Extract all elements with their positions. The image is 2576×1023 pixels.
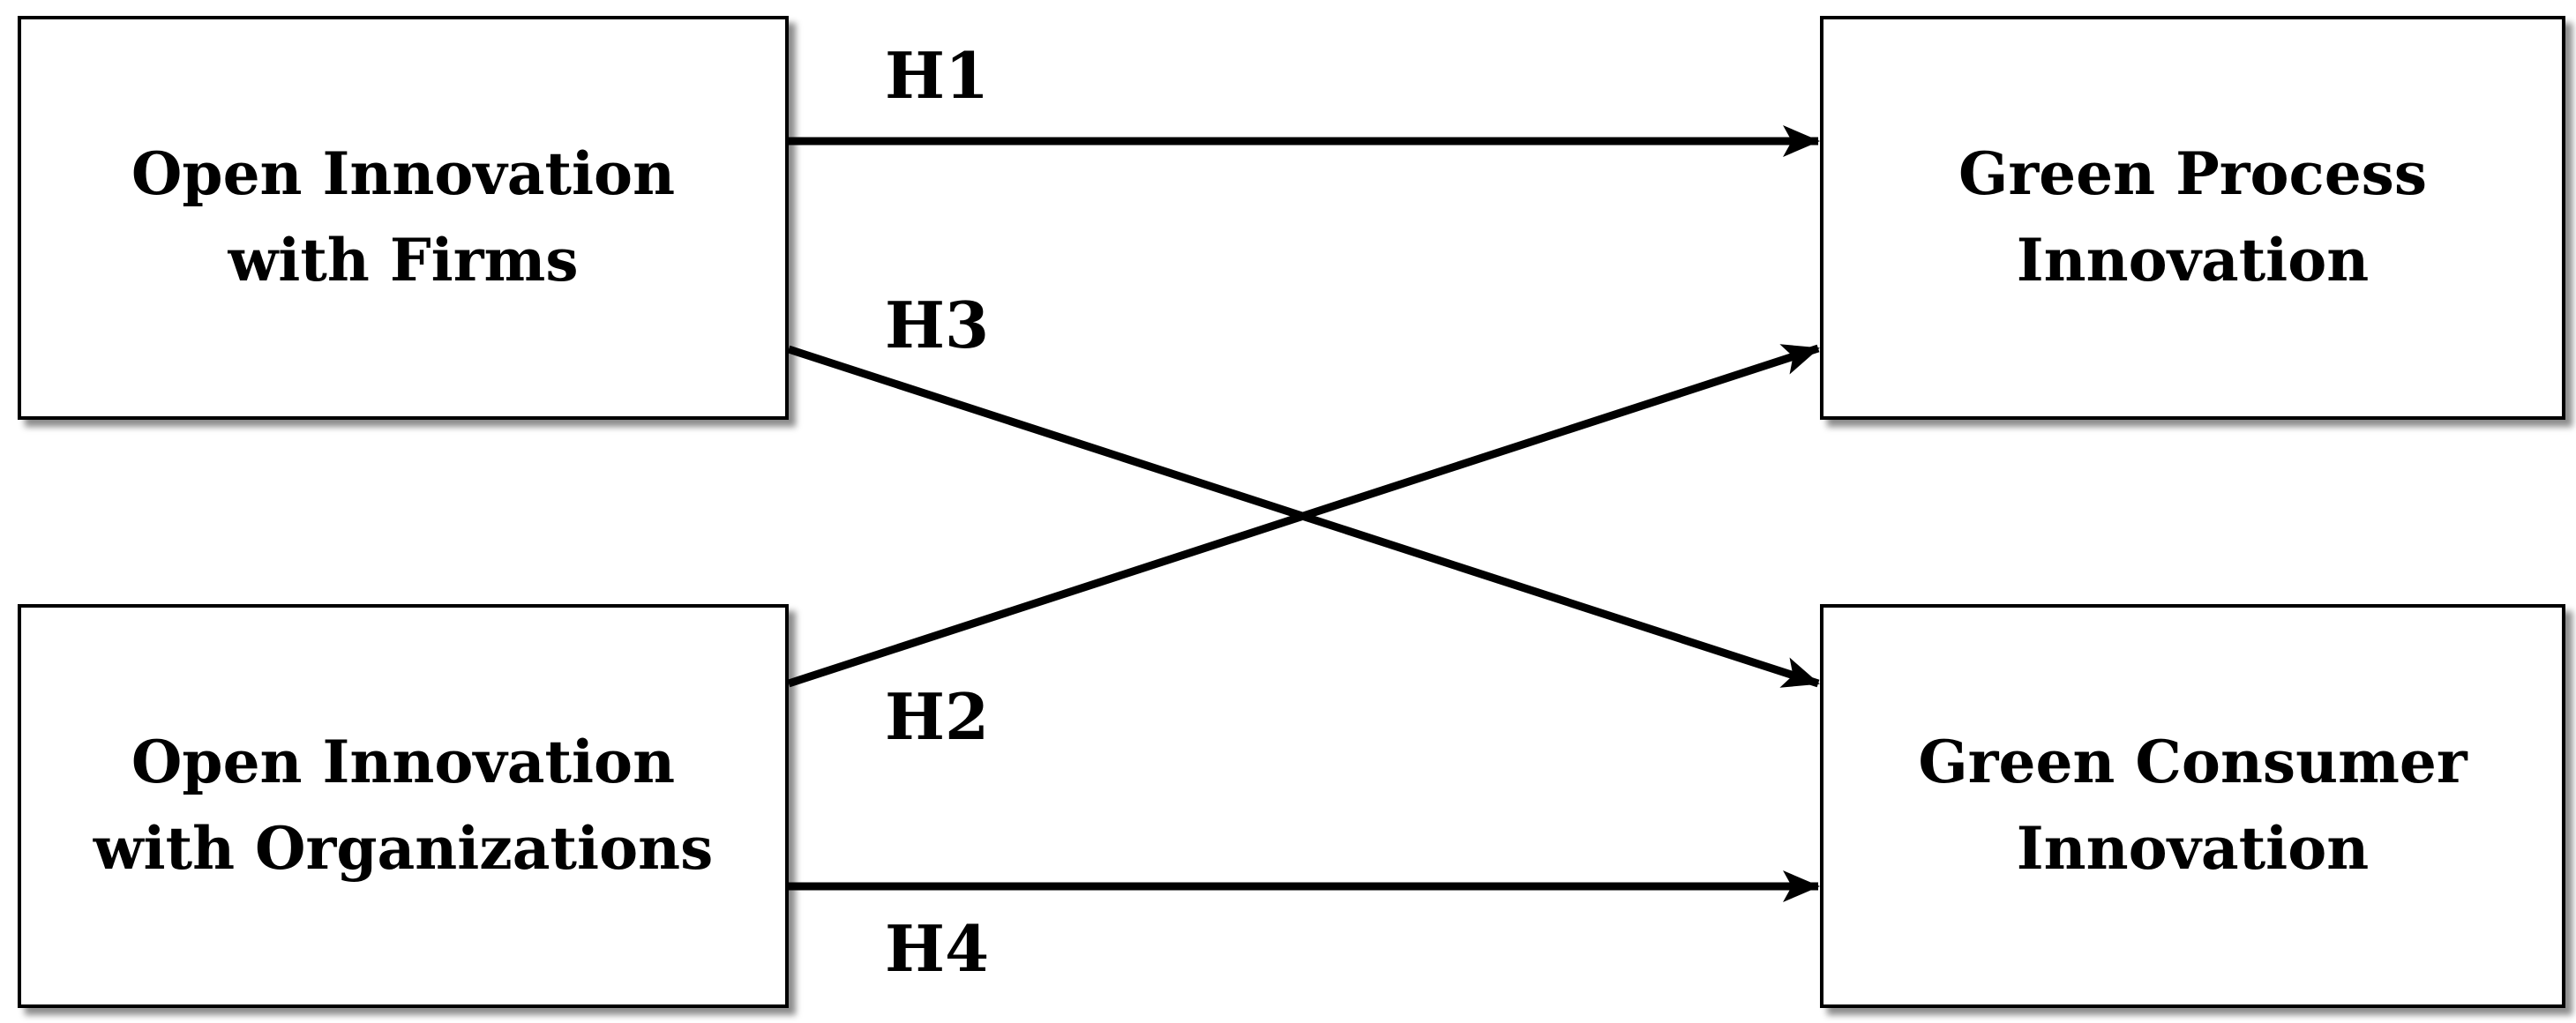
hypothesis-label-h4: H4 [885,911,990,986]
construct-open-innovation-firms: Open Innovation with Firms [18,16,789,420]
construct-label-line: Open Innovation [131,139,676,209]
construct-label-line: Green Process [1958,139,2427,209]
construct-label-line: Innovation [2016,814,2370,883]
arrow-h2 [787,344,1820,688]
construct-label-line: Innovation [2016,226,2370,295]
construct-label-line: Green Consumer [1918,728,2467,797]
construct-open-innovation-organizations: Open Innovation with Organizations [18,604,789,1008]
construct-label-line: with Organizations [93,814,714,883]
construct-green-process-innovation: Green Process Innovation [1820,16,2565,420]
construct-label-line: Open Innovation [131,728,676,797]
hypothesis-label-h3: H3 [885,287,990,362]
construct-green-consumer-innovation: Green Consumer Innovation [1820,604,2565,1008]
hypothesis-label-h1: H1 [885,38,990,113]
construct-label-line: with Firms [228,226,579,295]
hypothesis-label-h2: H2 [885,679,990,754]
